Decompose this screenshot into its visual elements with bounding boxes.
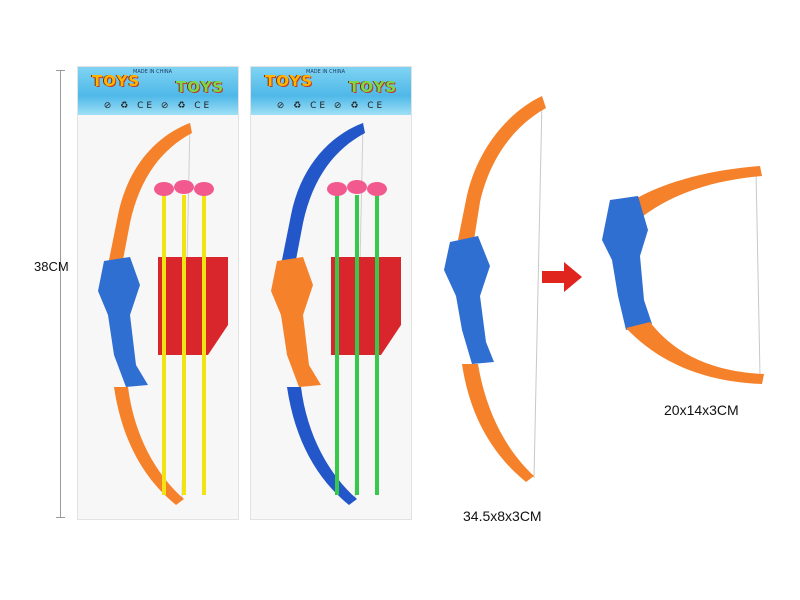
package-1: MADE IN CHINA TOYS TOYS ⊘ ♻ CE ⊘ ♻ CE	[77, 66, 239, 520]
standalone-bow-large-upper-limb	[458, 96, 546, 240]
package-1-contents	[98, 122, 228, 505]
package-2-bow-upper-limb	[281, 123, 365, 265]
standalone-bow-large-grip	[444, 236, 494, 364]
bow-large-dimension-label: 34.5x8x3CM	[463, 508, 542, 524]
package-1-brand-right: TOYS	[176, 78, 225, 96]
package-1-header: MADE IN CHINA TOYS TOYS ⊘ ♻ CE ⊘ ♻ CE	[78, 67, 238, 115]
package-2-header: MADE IN CHINA TOYS TOYS ⊘ ♻ CE ⊘ ♻ CE	[251, 67, 411, 115]
package-1-arrow-2	[182, 195, 186, 495]
package-2-brand-right: TOYS	[349, 78, 398, 96]
height-dimension-label: 38CM	[34, 259, 69, 274]
package-2-arrow-tip-1	[327, 182, 347, 196]
standalone-bow-folded-string	[755, 169, 761, 377]
standalone-bow-folded	[602, 166, 764, 384]
height-dimension-line	[60, 70, 61, 518]
package-1-quiver	[158, 257, 228, 355]
package-2-bow-lower-limb	[287, 387, 357, 505]
package-2: MADE IN CHINA TOYS TOYS ⊘ ♻ CE ⊘ ♻ CE	[250, 66, 412, 520]
standalone-bow-folded-grip	[602, 196, 652, 330]
package-1-arrow-3	[202, 195, 206, 495]
package-2-contents	[271, 122, 401, 505]
package-2-bow-grip	[271, 257, 321, 387]
package-1-arrow-tip-1	[154, 182, 174, 196]
package-2-arrow-2	[355, 195, 359, 495]
standalone-bow-folded-lower-limb	[626, 322, 764, 384]
package-2-brand-left: TOYS	[265, 72, 314, 90]
package-1-bow-lower-limb	[114, 387, 184, 505]
package-1-made-in: MADE IN CHINA	[133, 69, 173, 75]
package-1-arrow-tip-2	[174, 180, 194, 194]
standalone-bow-large-lower-limb	[462, 364, 534, 482]
package-1-bow-grip	[98, 257, 148, 387]
standalone-bow-large-string	[533, 99, 543, 479]
bow-small-dimension-label: 20x14x3CM	[664, 402, 739, 418]
package-1-brand-left: TOYS	[92, 72, 141, 90]
package-2-quiver	[331, 257, 401, 355]
package-2-badges: ⊘ ♻ CE ⊘ ♻ CE	[276, 101, 386, 111]
standalone-bow-large	[444, 96, 546, 482]
package-2-arrow-tip-3	[367, 182, 387, 196]
package-1-badges: ⊘ ♻ CE ⊘ ♻ CE	[103, 101, 213, 111]
package-1-bow-upper-limb	[108, 123, 192, 265]
package-2-arrow-1	[335, 195, 339, 495]
package-2-arrow-tip-2	[347, 180, 367, 194]
package-2-made-in: MADE IN CHINA	[306, 69, 346, 75]
standalone-bow-folded-upper-limb	[624, 166, 762, 222]
height-tick-bottom	[56, 517, 65, 518]
fold-arrow-indicator	[542, 262, 582, 292]
package-1-arrow-tip-3	[194, 182, 214, 196]
package-2-arrow-3	[375, 195, 379, 495]
height-tick-top	[56, 70, 65, 71]
package-1-arrow-1	[162, 195, 166, 495]
